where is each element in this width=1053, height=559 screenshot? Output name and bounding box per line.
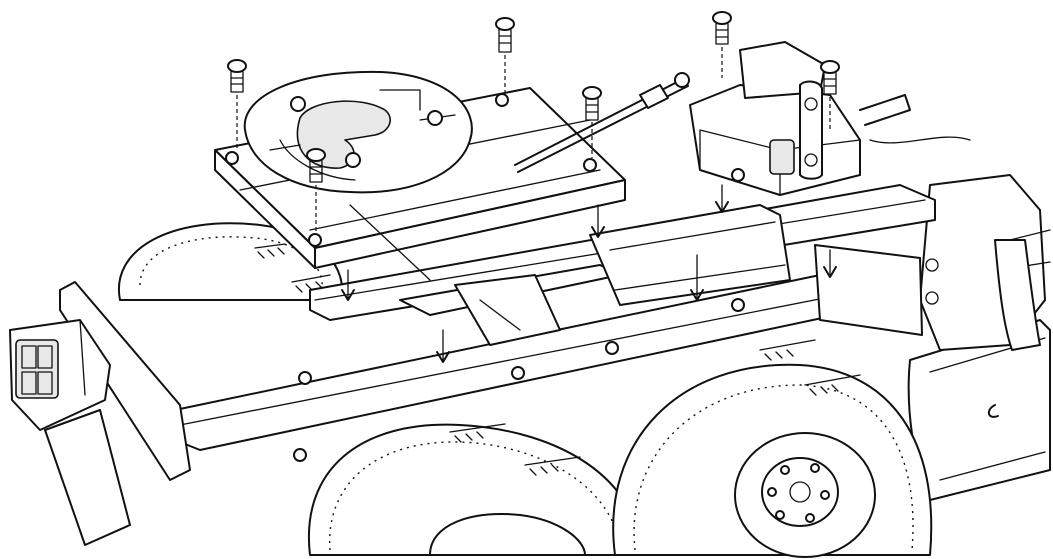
alignment-marks (254, 243, 861, 476)
screw-2 (495, 17, 515, 92)
cab-side-panel (919, 174, 1051, 351)
screw-6 (820, 60, 840, 130)
tire-front-rear-axle (307, 423, 641, 556)
tire-far-side (117, 222, 343, 301)
chassis-frame (174, 184, 939, 462)
arrow-6 (823, 249, 837, 278)
linkage-rod (514, 72, 690, 173)
tire-rear-rear-axle (612, 363, 933, 558)
arrow-1 (436, 329, 450, 363)
screw-4 (306, 148, 326, 232)
screw-5 (712, 11, 732, 78)
fifth-wheel-plate (243, 70, 473, 194)
arrow-4 (591, 204, 605, 238)
screw-3 (582, 86, 602, 158)
arrow-5 (341, 269, 355, 301)
tail-light (15, 339, 59, 399)
mudflap (44, 409, 131, 546)
arrow-3 (715, 184, 729, 213)
arrow-2 (690, 254, 704, 301)
screw-1 (227, 59, 247, 150)
servo-unit (689, 41, 971, 196)
